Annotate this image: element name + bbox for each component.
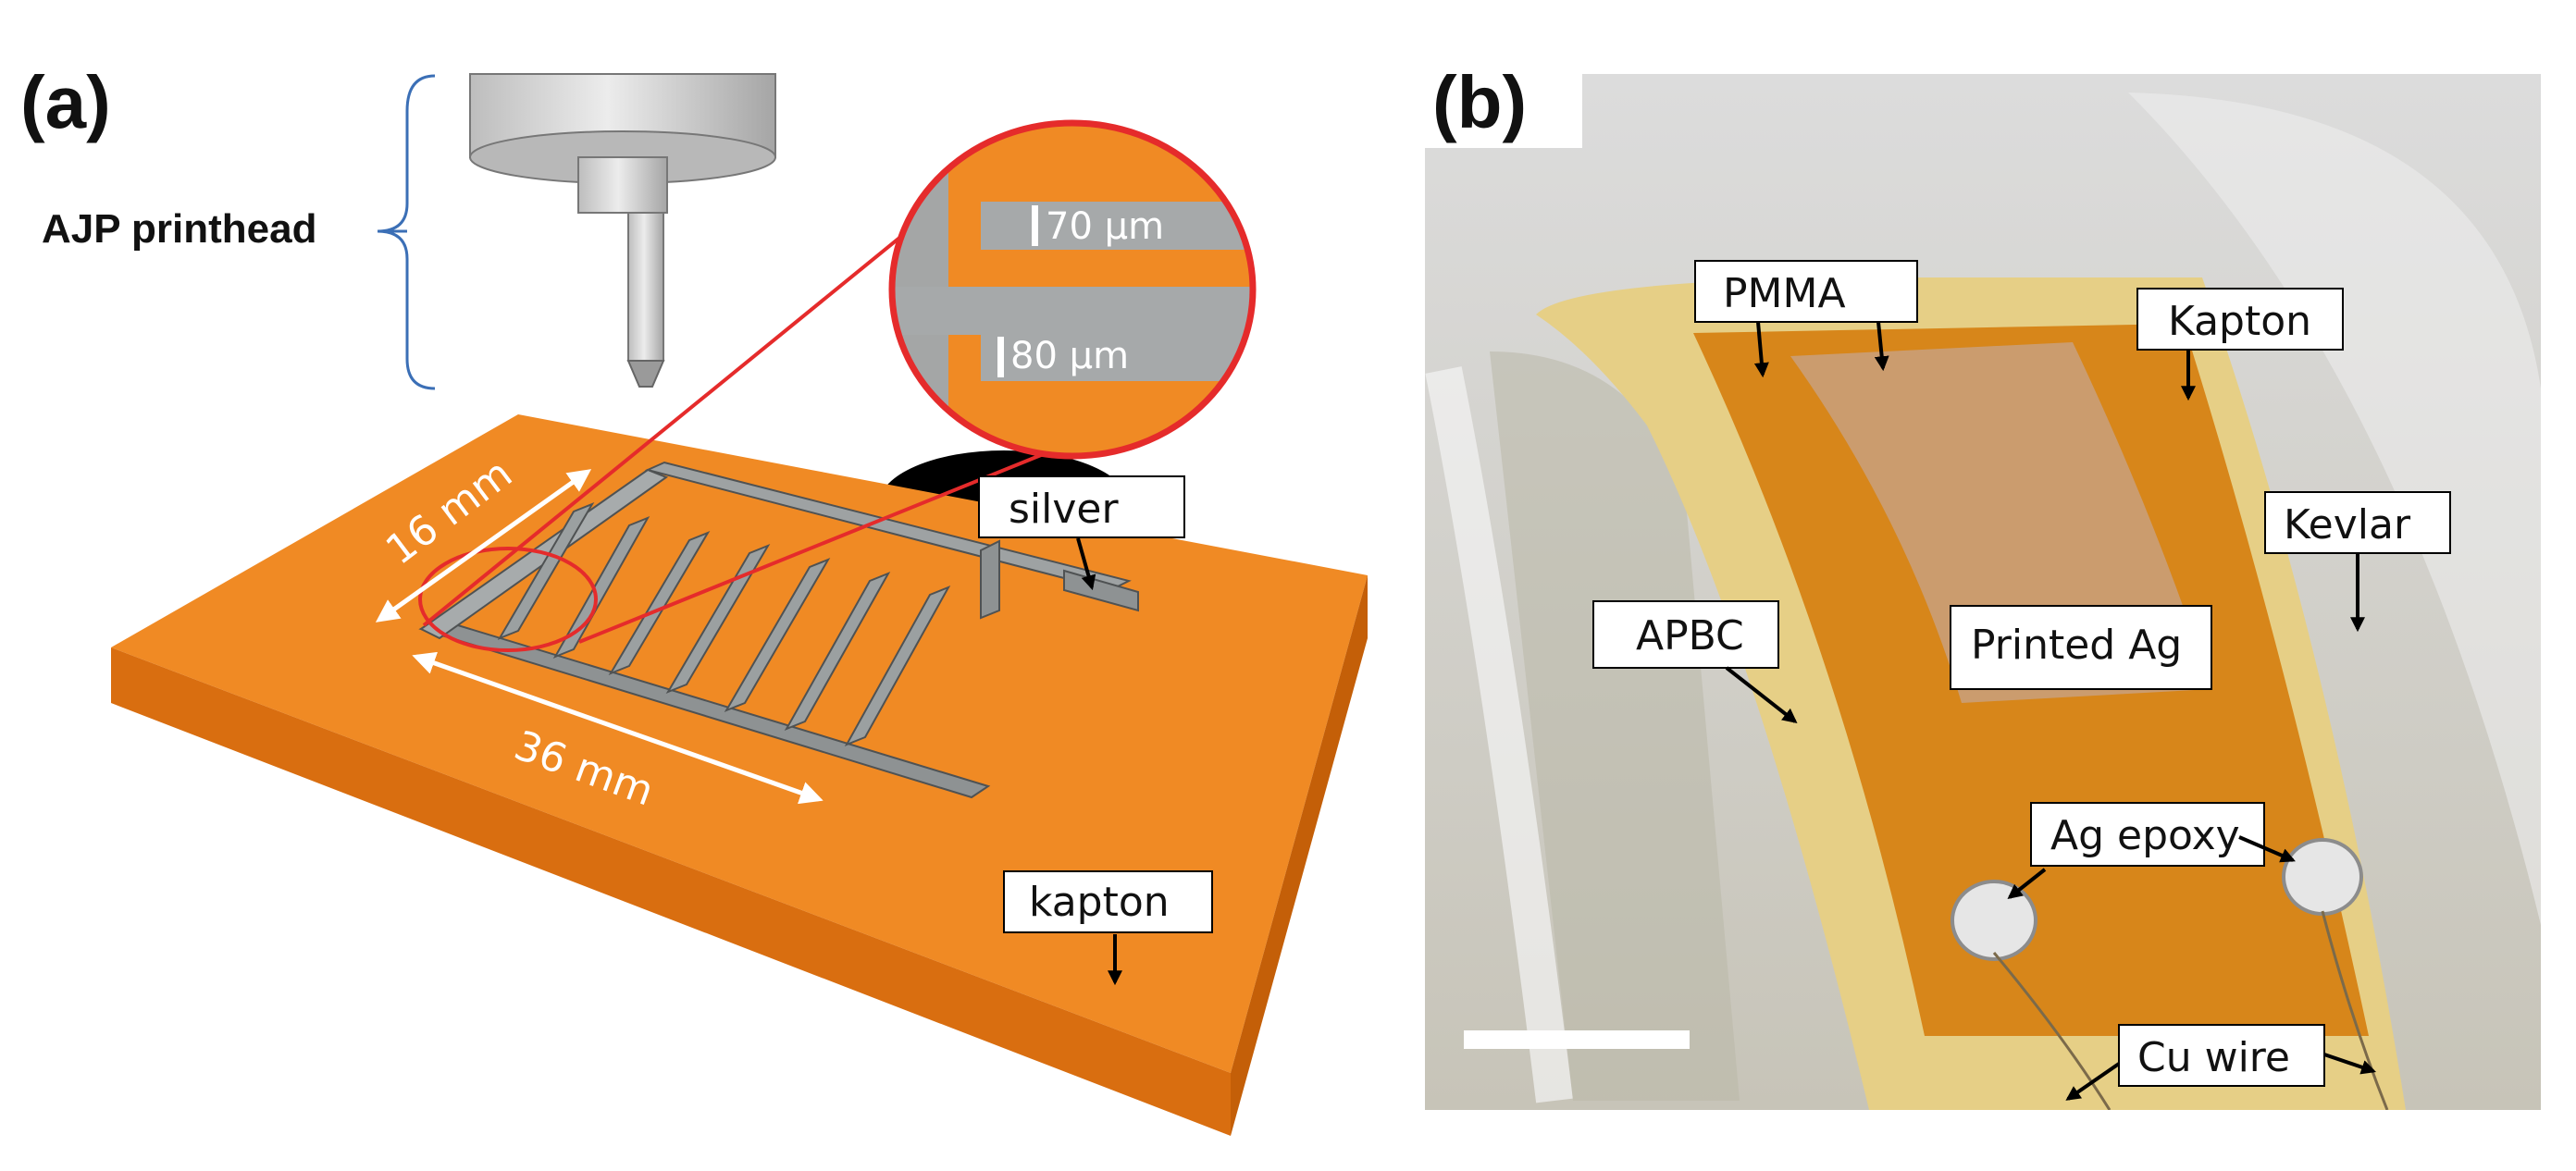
ag-epoxy-label: Ag epoxy: [2050, 812, 2240, 859]
pmma-label: PMMA: [1723, 270, 1846, 317]
cu-wire-callout: Cu wire: [2065, 1024, 2377, 1101]
silver-label: silver: [1009, 486, 1119, 533]
panel-b: (b) PMMA Kapton Kevlar APBC Printed Ag: [1425, 55, 2541, 1110]
panel-b-label: (b): [1432, 61, 1527, 143]
panel-a-label: (a): [20, 61, 111, 143]
kapton-photo-label: Kapton: [2168, 298, 2311, 345]
panel-b-photo: [1425, 74, 2541, 1110]
scale-bar: [1464, 1030, 1690, 1049]
apbc-callout: APBC: [1592, 600, 1798, 723]
printed-ag-callout: Printed Ag: [1950, 605, 2212, 690]
kapton-photo-callout: Kapton: [2136, 288, 2344, 401]
kapton-label: kapton: [1029, 879, 1170, 926]
printhead-illustration: [469, 73, 776, 388]
printhead-label: AJP printhead: [42, 206, 316, 252]
printed-ag-label: Printed Ag: [1971, 622, 2182, 669]
inset-70um-label: 70 µm: [1046, 205, 1164, 248]
dim-16mm-arrow: [375, 469, 592, 622]
zoom-inset: 70 µm 80 µm: [888, 119, 1257, 460]
panel-b-label-bg: [1425, 55, 1582, 148]
silver-callout: silver: [978, 475, 1185, 591]
kapton-callout: kapton: [1003, 870, 1213, 986]
cu-wire-label: Cu wire: [2137, 1034, 2290, 1081]
pmma-callout: PMMA: [1694, 260, 1918, 378]
zoom-line-lower: [578, 451, 1046, 644]
kevlar-callout: Kevlar: [2264, 491, 2451, 633]
panel-a: (a) AJP printhead: [20, 61, 1368, 1136]
kevlar-label: Kevlar: [2284, 501, 2411, 549]
ag-epoxy-callout: Ag epoxy: [2007, 802, 2296, 899]
apbc-label: APBC: [1636, 612, 1744, 659]
dim-36mm-arrow: [412, 651, 824, 805]
inset-80um-label: 80 µm: [1010, 335, 1129, 377]
